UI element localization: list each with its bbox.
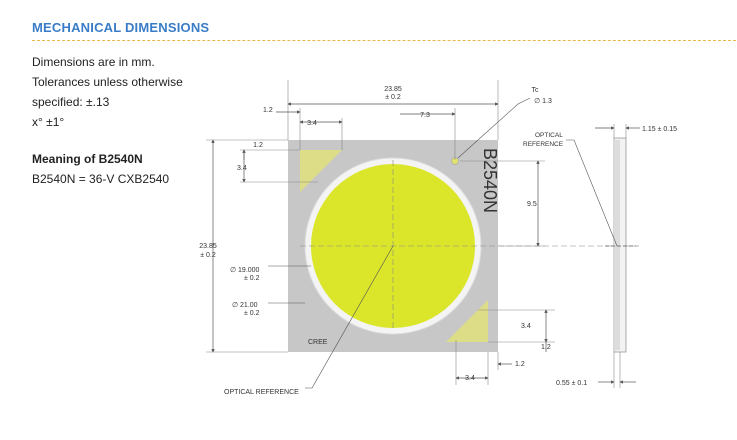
dimension-notes: Dimensions are in mm. Tolerances unless … — [32, 52, 183, 132]
dim-les-diameter: ∅ 19.000 — [230, 267, 260, 274]
note-line-4: x° ±1° — [32, 115, 65, 129]
note-line-3: specified: ±.13 — [32, 95, 110, 109]
optical-reference-side-1: OPTICAL — [535, 132, 563, 139]
note-line-1: Dimensions are in mm. — [32, 55, 155, 69]
dim-pad-br-v2: 1.2 — [541, 344, 551, 351]
dim-pad-left-b: 3.4 — [237, 165, 247, 172]
note-line-2: Tolerances unless otherwise — [32, 75, 183, 89]
dim-tc-vertical: 9.5 — [527, 201, 537, 208]
dim-les-diameter-tol: ± 0.2 — [244, 275, 260, 282]
pad-top-left — [300, 150, 342, 192]
part-label: B2540N — [480, 148, 500, 213]
dim-pad-br-v: 3.4 — [521, 323, 531, 330]
tc-label: Tc — [532, 87, 540, 94]
dim-outer-diameter-tol: ± 0.2 — [244, 310, 260, 317]
tc-diameter: ∅ 1.3 — [534, 98, 552, 105]
meaning-title: Meaning of B2540N — [32, 152, 143, 166]
dim-width-top-tol: ± 0.2 — [385, 94, 401, 101]
dim-side-thickness: 1.15 ± 0.15 — [642, 126, 677, 133]
section-title: MECHANICAL DIMENSIONS — [32, 20, 210, 35]
dim-height-left-tol: ± 0.2 — [200, 252, 216, 259]
dim-tc-offset: 7.3 — [420, 112, 430, 119]
logo-mark: CREE — [308, 339, 328, 346]
dim-pad-top-a: 1.2 — [263, 107, 273, 114]
pad-bottom-right — [446, 300, 488, 342]
dim-pad-br-h1: 1.2 — [515, 361, 525, 368]
dim-outer-diameter: ∅ 21.00 — [232, 302, 258, 309]
optical-reference-bottom: OPTICAL REFERENCE — [224, 389, 299, 396]
meaning-text: B2540N = 36-V CXB2540 — [32, 172, 170, 186]
optical-reference-side-2: REFERENCE — [523, 141, 564, 148]
dim-pad-br-h2: 3.4 — [465, 375, 475, 382]
dim-pad-top-b: 3.4 — [307, 120, 317, 127]
dim-side-base: 0.55 ± 0.1 — [556, 380, 587, 387]
title-divider — [32, 40, 736, 41]
dim-height-left: 23.85 — [199, 243, 217, 250]
dim-width-top: 23.85 — [384, 86, 402, 93]
dim-pad-left-a: 1.2 — [253, 142, 263, 149]
side-view-lens — [614, 140, 620, 350]
